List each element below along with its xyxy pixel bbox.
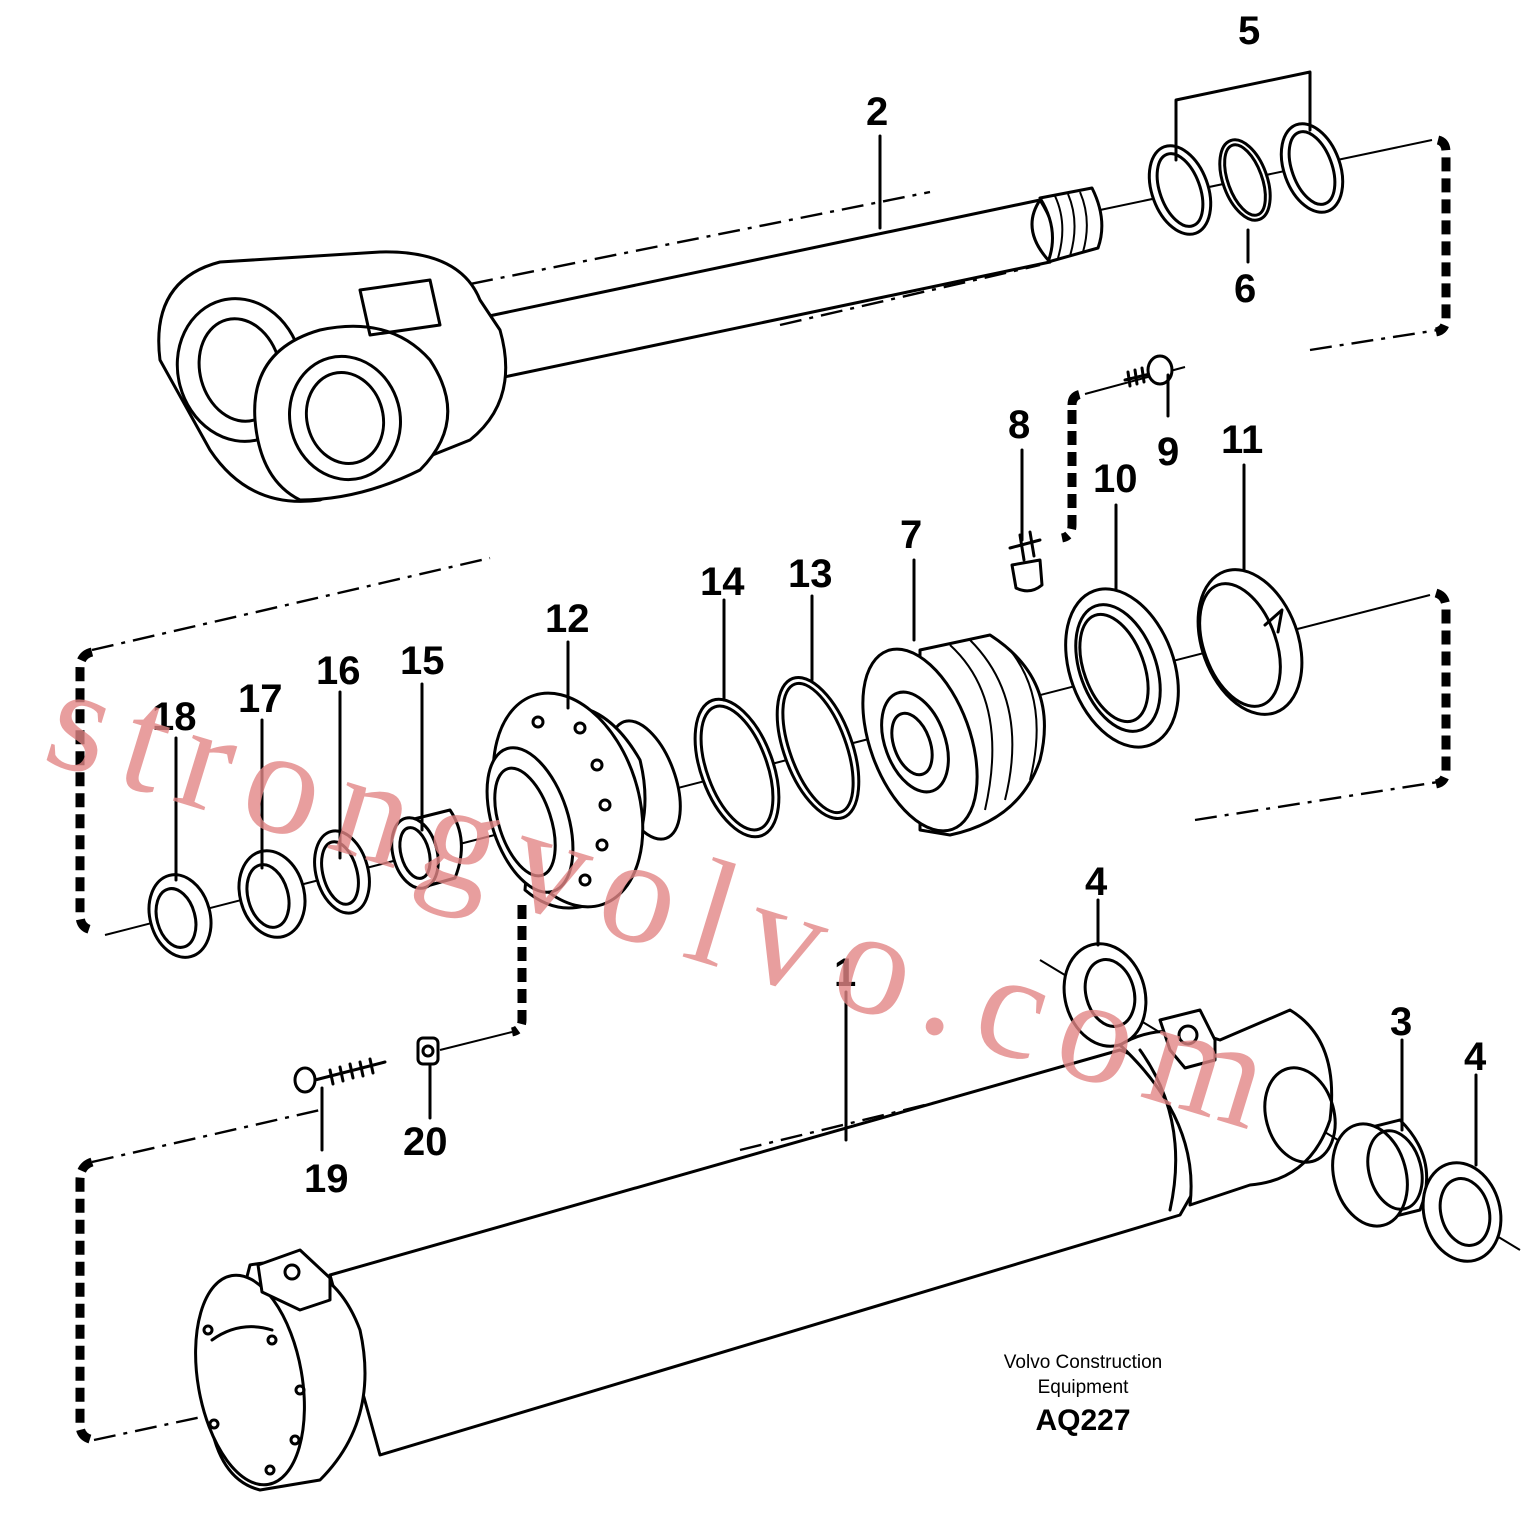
callout-11: 11 bbox=[1221, 418, 1263, 462]
axis-rod-lower bbox=[779, 263, 1041, 327]
caption-line-1: Volvo Construction bbox=[1004, 1352, 1162, 1373]
seal-16 bbox=[313, 829, 371, 915]
leader-lines bbox=[174, 70, 1478, 1167]
bearing-3 bbox=[1331, 1118, 1429, 1228]
bracket-right-middle bbox=[1434, 588, 1451, 789]
callout-7: 7 bbox=[900, 513, 922, 557]
bracket-stud-lower bbox=[510, 905, 527, 1037]
stud-line-20 bbox=[439, 1031, 513, 1051]
callout-12: 12 bbox=[545, 597, 590, 641]
cylinder-tube bbox=[194, 1008, 1337, 1492]
callout-4-upper: 4 bbox=[1085, 860, 1108, 904]
callout-3: 3 bbox=[1390, 1000, 1412, 1044]
nipple-8 bbox=[1008, 530, 1044, 593]
callout-9: 9 bbox=[1157, 430, 1179, 474]
callout-14: 14 bbox=[700, 560, 745, 604]
guide-ring-11 bbox=[1196, 568, 1304, 716]
drawing-code: AQ227 bbox=[1035, 1404, 1130, 1437]
axis-tube-mid bbox=[739, 1058, 1111, 1152]
axis-tube-top bbox=[91, 1108, 321, 1164]
callout-10: 10 bbox=[1093, 457, 1138, 501]
callout-18: 18 bbox=[152, 695, 197, 739]
callout-4-lower: 4 bbox=[1464, 1035, 1487, 1079]
ring-6 bbox=[1218, 138, 1272, 222]
callout-16: 16 bbox=[316, 649, 361, 693]
seal-10 bbox=[1064, 587, 1180, 749]
piston-rod bbox=[157, 186, 1104, 503]
bracket-stud-upper bbox=[1060, 389, 1083, 543]
bearing-4-lower bbox=[1421, 1161, 1503, 1263]
callout-2: 2 bbox=[866, 90, 888, 134]
screw-9 bbox=[1123, 354, 1174, 388]
scraper-18 bbox=[147, 873, 213, 959]
callout-17: 17 bbox=[238, 677, 283, 721]
piston-7 bbox=[861, 633, 1046, 837]
cylinder-head-12 bbox=[485, 691, 682, 910]
bracket-left-middle bbox=[75, 647, 94, 935]
washer-20 bbox=[416, 1036, 440, 1066]
callout-20: 20 bbox=[403, 1120, 448, 1164]
bearing-4-upper bbox=[1062, 942, 1148, 1048]
bracket-left-bottom bbox=[75, 1157, 95, 1445]
caption-line-2: Equipment bbox=[1038, 1377, 1130, 1398]
ring-13 bbox=[775, 675, 861, 821]
axis-diag-left bbox=[91, 556, 491, 652]
bracket-right-top bbox=[1434, 135, 1451, 337]
callout-1: 1 bbox=[834, 951, 856, 995]
ring-set-5 bbox=[1147, 122, 1345, 236]
screw-19 bbox=[293, 1057, 387, 1094]
axis-right-mid bbox=[1194, 780, 1439, 822]
callout-labels: 2 5 6 8 9 10 11 7 14 13 12 15 16 17 18 4… bbox=[152, 9, 1487, 1201]
caption-block: Volvo Construction Equipment AQ227 bbox=[1004, 1352, 1162, 1437]
callout-5: 5 bbox=[1238, 9, 1260, 53]
callout-13: 13 bbox=[788, 552, 833, 596]
callout-19: 19 bbox=[304, 1157, 349, 1201]
ring-14 bbox=[693, 697, 781, 839]
axis-bottom-right bbox=[1309, 328, 1439, 352]
callout-6: 6 bbox=[1234, 267, 1256, 311]
callout-15: 15 bbox=[400, 639, 445, 683]
axis-rod-left bbox=[429, 190, 931, 294]
callout-8: 8 bbox=[1008, 403, 1030, 447]
